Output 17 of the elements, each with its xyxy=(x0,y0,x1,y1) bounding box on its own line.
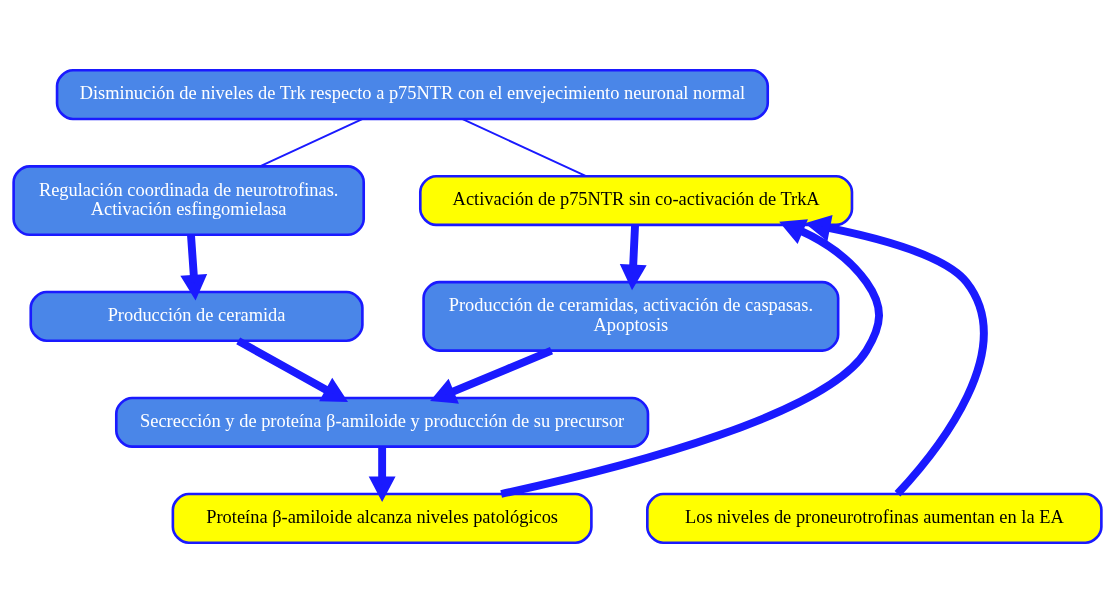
node-box: Producción de ceramidas, activación de caspasas. Apoptosis xyxy=(422,280,840,352)
connector xyxy=(461,118,588,178)
node-box: Proteína β-amiloide alcanza niveles patológicos xyxy=(171,492,593,545)
node-box: Secrección y de proteína β-amiloide y producción de su precursor xyxy=(114,396,650,448)
arrow xyxy=(804,215,988,497)
node-box: Disminución de niveles de Trk respecto a p75NTR con el envejecimiento neuronal normal xyxy=(55,68,770,121)
connector xyxy=(258,118,364,168)
arrow xyxy=(500,219,883,498)
arrow xyxy=(619,225,647,291)
arrow xyxy=(368,446,396,503)
arrow xyxy=(180,234,208,301)
node-box: Activación de p75NTR sin co-activación de TrkA xyxy=(419,174,854,227)
node-box: Producción de ceramida xyxy=(29,290,364,343)
node-box: Los niveles de proneurotrofinas aumentan en la EA xyxy=(646,492,1103,545)
arrow xyxy=(236,337,349,403)
node-box: Regulación coordinada de neurotrofinas. Activación esfingomielasa xyxy=(12,165,366,237)
arrow xyxy=(430,347,553,404)
